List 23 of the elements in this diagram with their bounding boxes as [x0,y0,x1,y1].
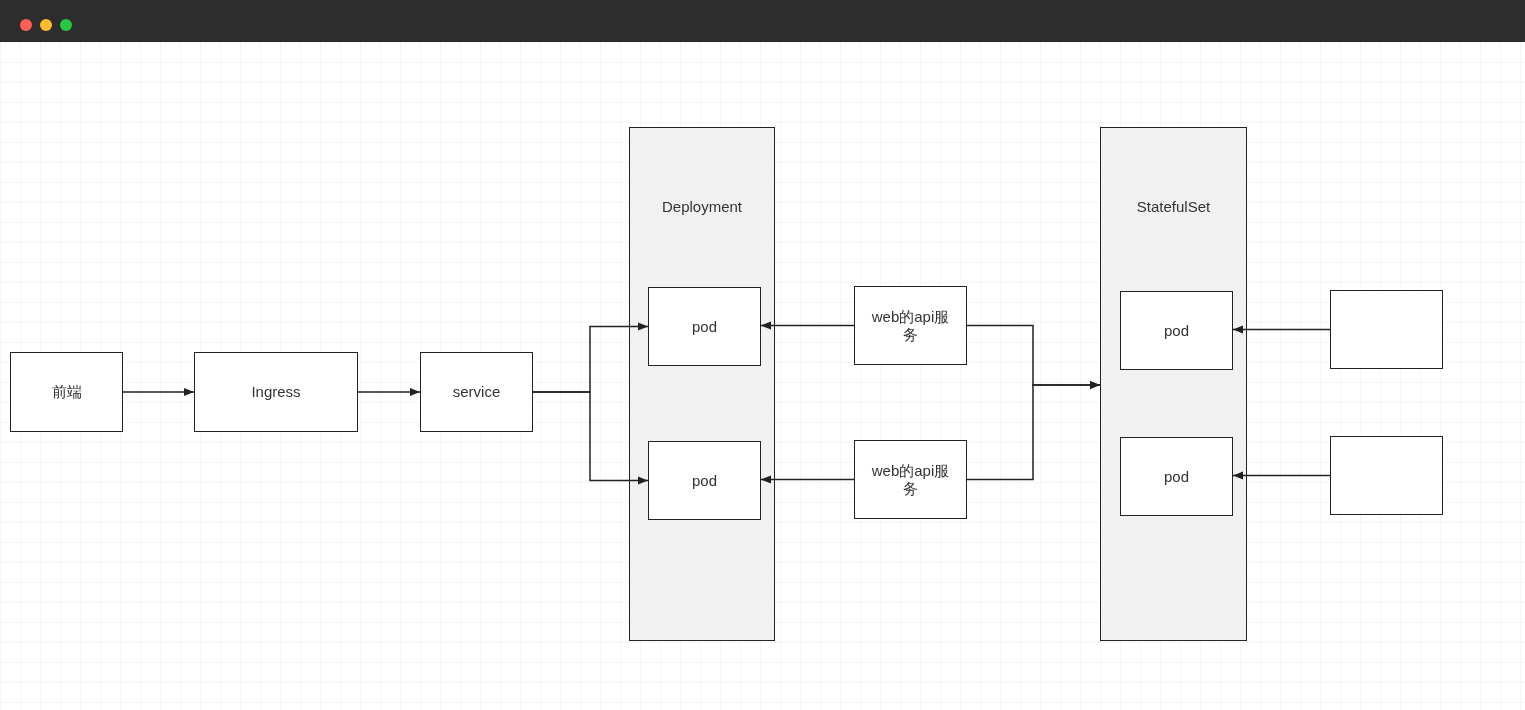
empty-box [1330,436,1443,515]
container-heading: StatefulSet [1135,198,1212,216]
arrow [966,381,1101,481]
arrow [122,388,195,396]
container-box [1100,127,1247,641]
arrow [357,388,421,396]
empty-box [1330,290,1443,369]
arrow [1232,325,1331,334]
container-heading: Deployment [660,198,743,216]
process-box: pod [648,441,761,520]
process-box: pod [1120,291,1233,370]
process-box: pod [648,287,761,366]
process-box: web的api服务 [854,286,967,365]
process-box: pod [1120,437,1233,516]
arrow [532,391,649,485]
container-box [629,127,775,641]
process-box: Ingress [194,352,358,432]
process-box: service [420,352,533,432]
arrow [1232,471,1331,480]
process-box: web的api服务 [854,440,967,519]
process-box: 前端 [10,352,123,432]
arrow [760,475,855,484]
arrow [760,321,855,330]
